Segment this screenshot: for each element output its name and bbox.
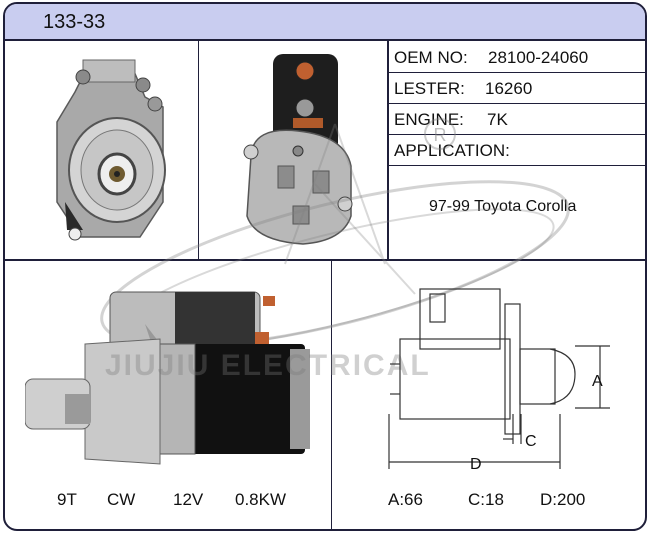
oem-value: 28100-24060 (488, 48, 589, 67)
watermark-registered-mark: R (434, 125, 447, 145)
application-label: APPLICATION: (394, 141, 510, 160)
lester-label: LESTER: (394, 79, 465, 98)
dim-label-a: A (592, 373, 603, 390)
divider (388, 165, 645, 166)
part-code: 133-33 (43, 11, 106, 33)
engine-value: 7K (487, 110, 508, 129)
starter-front-photo (56, 59, 166, 241)
dim-label-c: C (525, 433, 537, 450)
voltage: 12V (173, 490, 204, 509)
divider (388, 103, 645, 104)
engine-label: ENGINE: (394, 110, 464, 129)
teeth-count: 9T (57, 490, 77, 509)
oem-label: OEM NO: (394, 48, 468, 67)
dim-label-d: D (470, 456, 482, 473)
watermark-text: JIUJIU ELECTRICAL (105, 349, 431, 382)
starter-side-photo (25, 291, 310, 465)
divider (5, 259, 645, 261)
divider (388, 72, 645, 73)
divider (388, 134, 645, 135)
watermark-logo: R (100, 118, 570, 350)
header-bar: 133-33 (5, 4, 645, 41)
rotation-direction: CW (107, 490, 136, 509)
dimension-c: C:18 (468, 490, 504, 509)
dimension-d: D:200 (540, 490, 586, 509)
dimension-a: A:66 (388, 490, 423, 509)
divider (331, 259, 332, 529)
divider (198, 41, 199, 260)
divider (387, 41, 389, 260)
dimension-drawing: A C D (388, 288, 610, 473)
product-card: 133-33 OEM NO: 28100-24060 LESTER: 16260… (3, 2, 647, 531)
application-value: 97-99 Toyota Corolla (429, 198, 577, 215)
lester-value: 16260 (485, 79, 533, 98)
starter-rear-photo (243, 54, 353, 245)
power-rating: 0.8KW (235, 490, 287, 509)
